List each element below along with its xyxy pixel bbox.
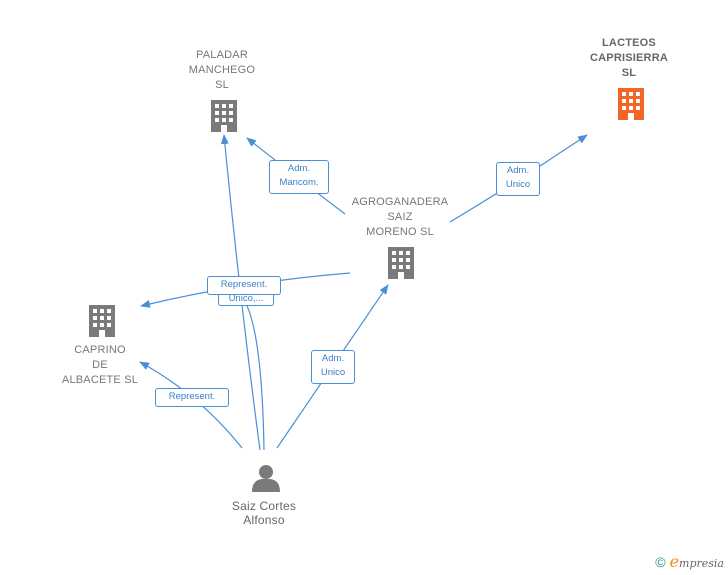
edge-label-agro-lacteos: Adm. Unico: [496, 162, 540, 196]
copyright-symbol: ©: [655, 553, 666, 570]
node-label-agroganadera: AGROGANADERA SAIZ MORENO SL: [351, 196, 449, 238]
node-label-person: Saiz Cortes Alfonso: [231, 499, 297, 527]
building-icon-paladar: [211, 100, 237, 132]
node-label-lacteos: LACTEOS CAPRISIERRA SL: [590, 37, 668, 79]
edge-person-paladar-branch: [243, 299, 265, 451]
node-label-caprino: CAPRINO DE ALBACETE SL: [61, 344, 139, 386]
brand-logo: empresia: [669, 552, 724, 571]
building-icon-caprino: [89, 305, 115, 337]
footer-watermark: © empresia: [655, 552, 724, 571]
node-label-paladar: PALADAR MANCHEGO SL: [188, 49, 256, 91]
edge-label-agro-caprino: Represent.: [207, 276, 281, 295]
edge-label-person-caprino: Represent.: [155, 388, 229, 407]
edge-label-person-agro: Adm. Unico: [311, 350, 355, 384]
edge-label-agro-paladar: Adm. Mancom.: [269, 160, 329, 194]
building-icon-lacteos: [618, 88, 644, 120]
person-icon: [252, 465, 280, 492]
building-icon-agroganadera: [388, 247, 414, 279]
